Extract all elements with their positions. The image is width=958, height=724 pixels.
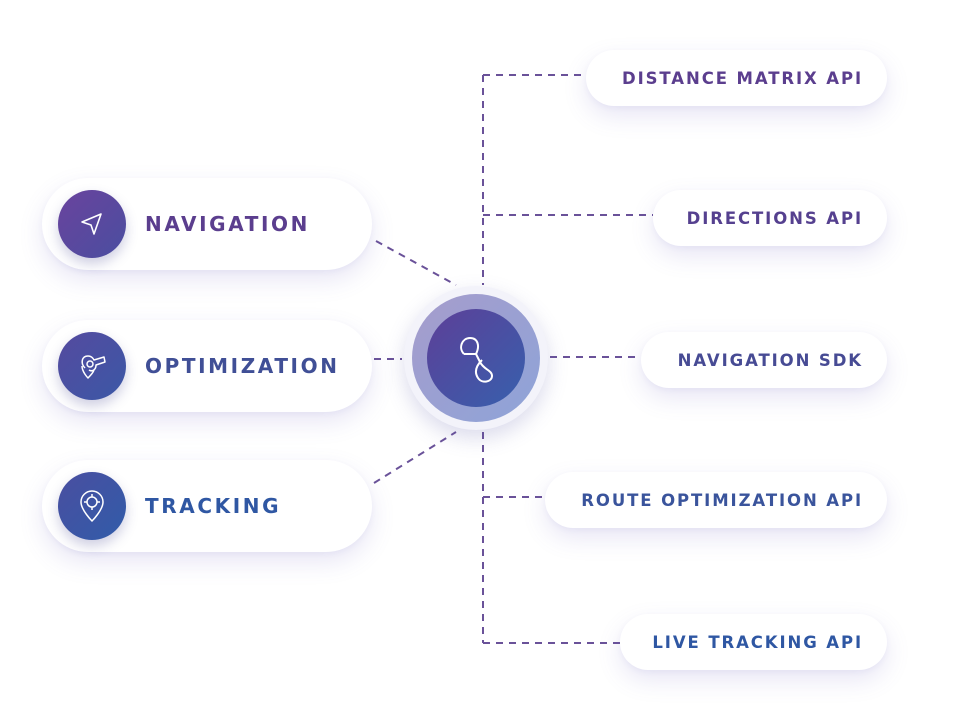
api-directions[interactable]: DIRECTIONS API bbox=[653, 190, 887, 246]
feature-optimization[interactable]: OPTIMIZATION bbox=[42, 320, 372, 412]
api-label: ROUTE OPTIMIZATION API bbox=[581, 490, 863, 510]
feature-label: OPTIMIZATION bbox=[145, 354, 340, 378]
api-label: DISTANCE MATRIX API bbox=[622, 68, 863, 88]
connector-navigation bbox=[375, 240, 457, 286]
feature-navigation[interactable]: NAVIGATION bbox=[42, 178, 372, 270]
hub-node bbox=[404, 286, 548, 430]
api-label: LIVE TRACKING API bbox=[652, 632, 863, 652]
hand-pin-icon bbox=[58, 332, 126, 400]
feature-label: TRACKING bbox=[145, 494, 282, 518]
api-distance-matrix[interactable]: DISTANCE MATRIX API bbox=[586, 50, 887, 106]
navigation-arrow-icon bbox=[58, 190, 126, 258]
api-route-optimization[interactable]: ROUTE OPTIMIZATION API bbox=[545, 472, 887, 528]
infinity-loop-icon bbox=[427, 309, 525, 407]
api-label: DIRECTIONS API bbox=[686, 208, 863, 228]
feature-tracking[interactable]: TRACKING bbox=[42, 460, 372, 552]
connector-tracking bbox=[373, 431, 457, 484]
api-live-tracking[interactable]: LIVE TRACKING API bbox=[620, 614, 887, 670]
feature-label: NAVIGATION bbox=[145, 212, 310, 236]
api-navigation-sdk[interactable]: NAVIGATION SDK bbox=[641, 332, 887, 388]
api-label: NAVIGATION SDK bbox=[677, 350, 863, 370]
location-target-icon bbox=[58, 472, 126, 540]
